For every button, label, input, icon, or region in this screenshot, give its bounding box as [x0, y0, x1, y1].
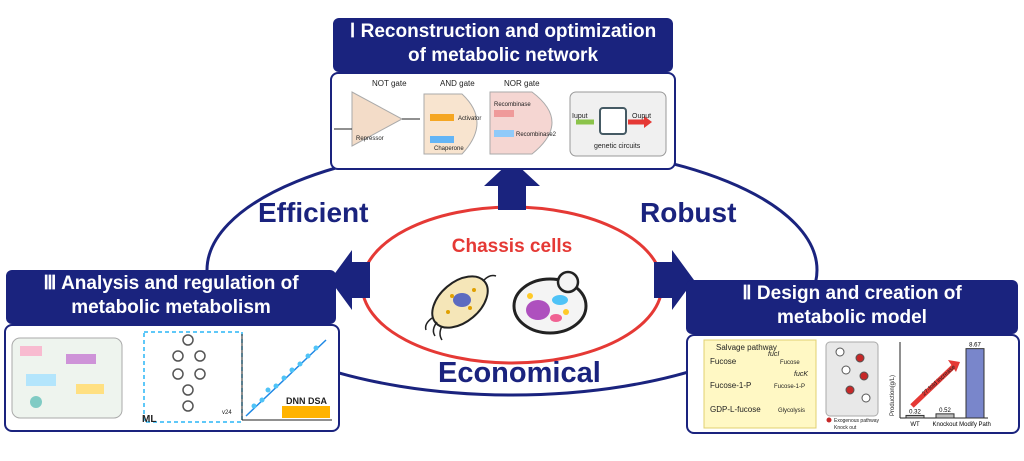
- fuck-label: fucK: [794, 371, 808, 378]
- chassis-cells-label: Chassis cells: [451, 236, 573, 257]
- input-label: Iuput: [572, 113, 588, 120]
- glycolysis-label: Glycolysis: [778, 408, 805, 414]
- quality-economical: Economical: [438, 357, 601, 389]
- quality-efficient: Efficient: [258, 197, 369, 228]
- bar-modify-path: [965, 348, 985, 419]
- fuci-label: fucI: [768, 351, 779, 358]
- panel-top-title: Ⅰ Reconstruction and optimization of met…: [333, 18, 673, 72]
- panel-left-title: Ⅲ Analysis and regulation of metabolic m…: [6, 270, 336, 324]
- recombinase-label: Recombinase: [494, 102, 531, 108]
- panel-right-title: Ⅱ Design and creation of metabolic model: [686, 280, 1018, 334]
- bar-value-label: 0.32: [909, 409, 921, 415]
- ml-label: ML: [142, 414, 156, 425]
- not-gate-label: NOT gate: [372, 79, 407, 88]
- output-label: Ouput: [632, 113, 651, 120]
- yeast-cell-icon: [512, 270, 588, 335]
- activator-label: Activator: [458, 116, 481, 122]
- panel-top-title-line2: of metabolic network: [407, 45, 599, 66]
- panel-right-title-line1: Ⅱ Design and creation of: [742, 283, 962, 304]
- panel-left-title-line1: Ⅲ Analysis and regulation of: [43, 273, 299, 294]
- model-graphic: Salvage pathway Fucose Fucose-1-P GDP-L-…: [703, 339, 991, 431]
- bar-category-label: Modify Path: [959, 422, 991, 428]
- fucose-1p-b-label: Fucose-1-P: [774, 384, 805, 390]
- chaperone-label: Chaperone: [434, 146, 464, 152]
- bacterium-icon: [424, 274, 497, 341]
- bar-value-label: 0.52: [939, 408, 951, 414]
- arrow-up: [484, 160, 540, 210]
- fucose-1p-label: Fucose-1-P: [710, 381, 751, 390]
- legend-exogenous: Exogenous pathway: [834, 418, 880, 424]
- recombinase2-label: Recombinase2: [516, 132, 557, 138]
- and-gate-label: AND gate: [440, 79, 475, 88]
- repressor-label: Repressor: [356, 136, 384, 142]
- bar-category-label: WT: [910, 422, 920, 428]
- arrow-left: [330, 250, 370, 310]
- gdp-fucose-label: GDP-L-fucose: [710, 405, 761, 414]
- nor-gate-label: NOR gate: [504, 79, 540, 88]
- v24-label: v24: [222, 410, 232, 416]
- dnn-dsa-label: DNN DSA: [286, 396, 328, 406]
- panel-top-title-line1: Ⅰ Reconstruction and optimization: [349, 21, 657, 42]
- genetic-circuits-label: genetic circuits: [594, 143, 641, 150]
- bar-wt: [905, 414, 925, 419]
- fucose-b-label: Fucose: [780, 360, 800, 366]
- panel-left-title-line2: metabolic metabolism: [71, 297, 271, 318]
- analysis-graphic: ML v24 DNN DSA: [11, 331, 332, 425]
- quality-robust: Robust: [640, 197, 737, 228]
- panel-right-title-line2: metabolic model: [777, 307, 927, 328]
- bar-knockout: [935, 413, 955, 419]
- fucose-label: Fucose: [710, 357, 737, 366]
- genetic-gates-graphic: NOT gate Repressor AND gate Activator Ch…: [334, 79, 667, 157]
- chart-annotation: 27-fold increase: [921, 364, 957, 397]
- panel-left-box: ML v24 DNN DSA: [4, 324, 340, 432]
- chart-ylabel: Production(g/L): [890, 375, 896, 416]
- bar-category-label: Knockout: [932, 422, 957, 428]
- panel-top-box: NOT gate Repressor AND gate Activator Ch…: [330, 72, 676, 170]
- bar-value-label: 8.67: [969, 343, 981, 349]
- panel-right-box: Salvage pathway Fucose Fucose-1-P GDP-L-…: [686, 334, 1020, 434]
- chassis-ellipse: [360, 205, 664, 365]
- arrow-right: [654, 250, 694, 310]
- legend-knockout: Knock out: [834, 425, 857, 431]
- salvage-pathway-label: Salvage pathway: [716, 343, 777, 352]
